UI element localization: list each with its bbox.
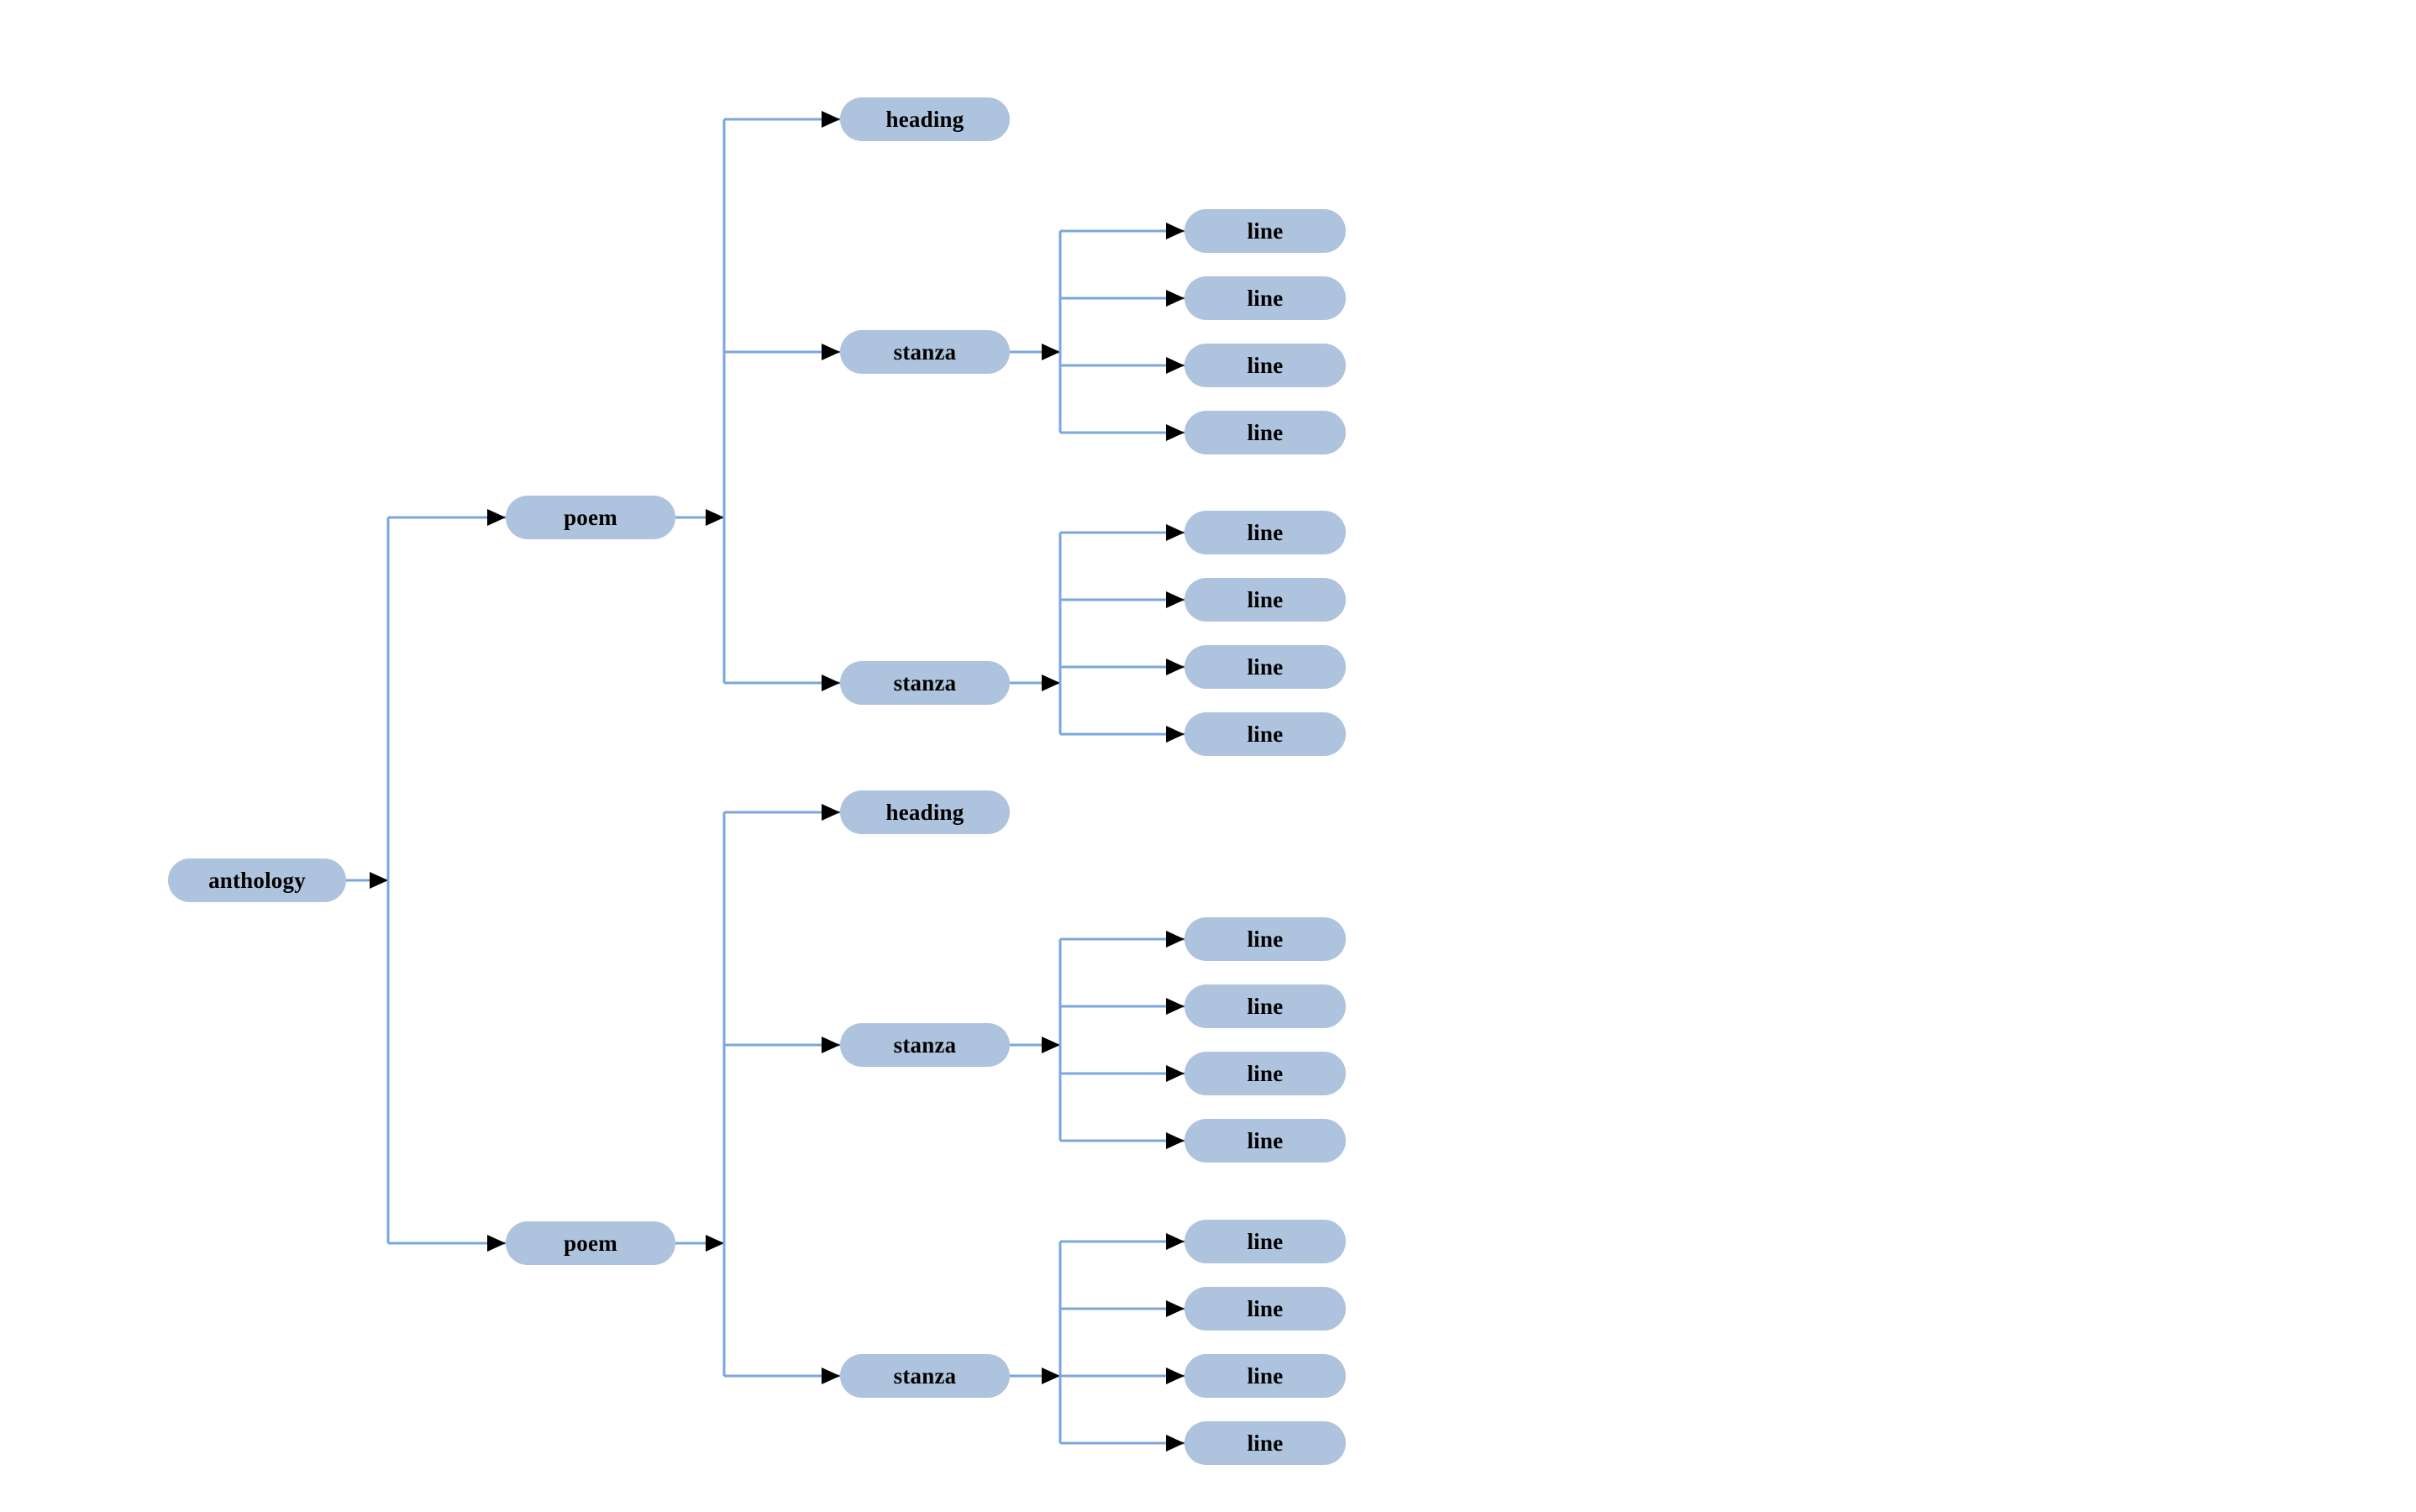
node-stanza1a[interactable]: stanza [840,330,1010,374]
node-label-line2b2: line [1247,1295,1284,1321]
node-line1b1[interactable]: line [1184,511,1346,554]
arrowhead-line2b1 [1166,1233,1184,1250]
node-label-stanza1b: stanza [893,669,957,696]
node-label-line2b3: line [1247,1362,1284,1389]
node-label-line2a2: line [1247,993,1284,1019]
arrowhead-poem2-trunk [706,1235,724,1252]
arrowhead-stanza1b-trunk [1042,675,1060,691]
arrowhead-line2b4 [1166,1435,1184,1452]
node-line2a1[interactable]: line [1184,917,1346,961]
node-stanza2a[interactable]: stanza [840,1023,1010,1067]
node-label-line1a4: line [1247,419,1284,445]
arrowhead-line1a3 [1166,357,1184,374]
arrowhead-heading1 [822,111,840,128]
node-poem2[interactable]: poem [506,1221,675,1265]
arrowhead-line2b3 [1166,1368,1184,1384]
arrowhead-line2a4 [1166,1132,1184,1149]
node-label-anthology: anthology [208,867,306,893]
node-line1b3[interactable]: line [1184,645,1346,689]
node-label-line1b2: line [1247,586,1284,612]
arrowhead-line2a2 [1166,998,1184,1015]
node-line2b4[interactable]: line [1184,1421,1346,1465]
node-label-line1b4: line [1247,721,1284,747]
arrowhead-stanza2a [822,1037,840,1053]
node-label-line1a1: line [1247,218,1284,244]
arrowhead-stanza2b [822,1368,840,1384]
node-label-heading1: heading [885,106,964,132]
node-heading2[interactable]: heading [840,790,1010,834]
node-line2b2[interactable]: line [1184,1287,1346,1331]
arrowhead-line2a1 [1166,931,1184,948]
node-label-line1a3: line [1247,352,1284,378]
node-label-heading2: heading [885,799,964,825]
node-label-stanza2a: stanza [893,1032,957,1058]
node-label-line1b3: line [1247,654,1284,680]
node-label-line2a4: line [1247,1127,1284,1153]
node-poem1[interactable]: poem [506,496,675,539]
arrowhead-stanza1b [822,675,840,691]
arrowhead-line2a3 [1166,1065,1184,1082]
arrowhead-poem2 [487,1235,506,1252]
node-line2b1[interactable]: line [1184,1220,1346,1263]
arrowhead-line2b2 [1166,1300,1184,1317]
arrowhead-poem1 [487,509,506,526]
node-line1a1[interactable]: line [1184,209,1346,253]
node-label-line1a2: line [1247,285,1284,311]
node-line1b2[interactable]: line [1184,578,1346,622]
node-line2b3[interactable]: line [1184,1354,1346,1398]
node-line1a4[interactable]: line [1184,411,1346,454]
arrowhead-line1a4 [1166,424,1184,441]
node-line2a4[interactable]: line [1184,1119,1346,1163]
node-label-stanza2b: stanza [893,1362,957,1389]
node-line1a3[interactable]: line [1184,344,1346,387]
node-line2a3[interactable]: line [1184,1052,1346,1095]
arrowhead-line1b3 [1166,659,1184,675]
node-heading1[interactable]: heading [840,97,1010,141]
arrowhead-stanza2b-trunk [1042,1368,1060,1384]
arrowhead-line1a1 [1166,223,1184,239]
node-label-stanza1a: stanza [893,339,957,365]
arrowhead-line1b4 [1166,726,1184,743]
arrowhead-stanza1a [822,344,840,360]
arrowhead-line1a2 [1166,290,1184,307]
node-label-line1b1: line [1247,519,1284,545]
arrowhead-poem1-trunk [706,509,724,526]
node-label-line2b4: line [1247,1430,1284,1456]
node-label-poem1: poem [564,504,617,530]
arrowhead-anthology-trunk [370,872,388,889]
node-stanza2b[interactable]: stanza [840,1354,1010,1398]
node-label-poem2: poem [564,1230,617,1256]
node-line1a2[interactable]: line [1184,276,1346,320]
arrowhead-heading2 [822,804,840,821]
node-line2a2[interactable]: line [1184,984,1346,1028]
node-label-line2a1: line [1247,926,1284,952]
arrowhead-stanza1a-trunk [1042,344,1060,360]
node-anthology[interactable]: anthology [168,858,346,902]
arrowhead-line1b2 [1166,591,1184,608]
node-label-line2a3: line [1247,1060,1284,1086]
arrowhead-line1b1 [1166,524,1184,541]
node-stanza1b[interactable]: stanza [840,661,1010,705]
arrowhead-stanza2a-trunk [1042,1037,1060,1053]
node-line1b4[interactable]: line [1184,712,1346,756]
node-label-line2b1: line [1247,1228,1284,1254]
